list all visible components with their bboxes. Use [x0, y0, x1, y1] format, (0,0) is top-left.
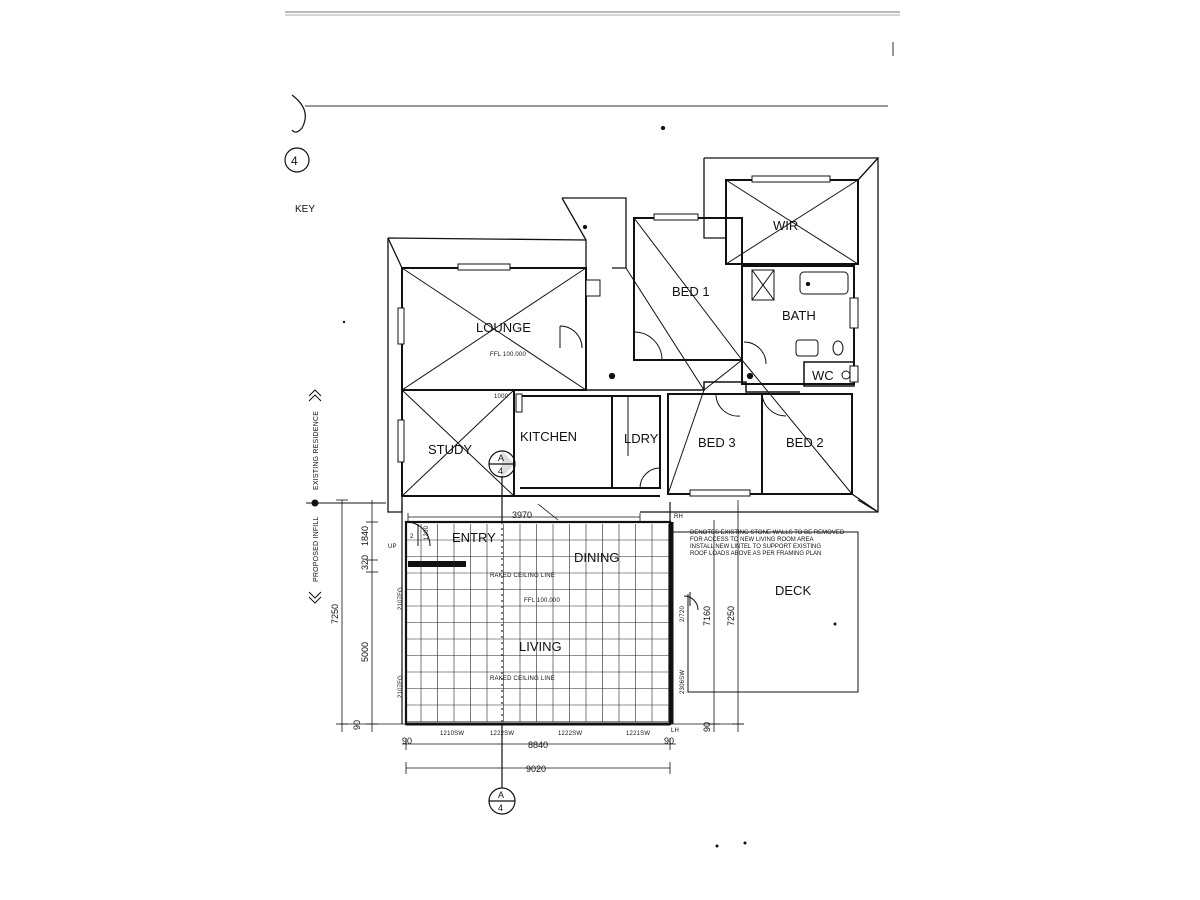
key-label: KEY [295, 204, 315, 215]
room-label-bed-3: BED 3 [698, 435, 736, 450]
room-label-entry: ENTRY [452, 530, 496, 545]
existing-residence [387, 125, 880, 513]
key-reference-number: 4 [291, 154, 298, 168]
lh-label: LH [671, 728, 679, 734]
dim-top-3970: 3970 [512, 510, 532, 520]
section-marker-top [488, 450, 516, 522]
note-line-4: ROOF LOADS ABOVE AS PER FRAMING PLAN [690, 551, 821, 557]
window-1221sw-label: 1221SW [626, 731, 650, 737]
entry-door [405, 521, 431, 547]
room-label-lounge: LOUNGE [476, 320, 531, 335]
section-marker-top-letter: A [498, 453, 504, 463]
page-border-lines [285, 11, 900, 107]
window-2107fg-label-1: 2107FG [398, 587, 404, 610]
room-label-dining: DINING [574, 550, 620, 565]
raked-ceiling-label-1: RAKED CEILING LINE [490, 573, 555, 579]
door-1200-label: 1200 [424, 525, 430, 540]
dim-bottom-9020: 9020 [526, 764, 546, 774]
note-line-3: INSTALL NEW LINTEL TO SUPPORT EXISTING [690, 544, 821, 550]
room-label-deck: DECK [775, 583, 811, 598]
dim-left-90: 90 [352, 720, 362, 730]
dim-bottom-8840: 8840 [528, 740, 548, 750]
up-label: UP [388, 544, 397, 550]
proposed-infill [401, 502, 674, 726]
dim-bottom-90-right: 90 [664, 736, 674, 746]
section-marker-top-number: 4 [498, 466, 503, 476]
key-reference: 4 KEY [284, 94, 315, 215]
dim-right-7250: 7250 [726, 606, 736, 626]
tile-grid [406, 522, 670, 724]
opening-1000-label: 1000 [494, 394, 509, 400]
step-label: 2 [410, 534, 414, 540]
room-label-study: STUDY [428, 442, 472, 457]
window-1210sw-label: 1210SW [440, 731, 464, 737]
dim-left-320: 320 [360, 555, 370, 570]
removal-note: DENOTES EXISTING STONE WALLS TO BE REMOV… [690, 530, 845, 557]
boundary-marker [306, 389, 386, 604]
dim-right-7160: 7160 [702, 606, 712, 626]
existing-residence-label: EXISTING RESIDENCE [313, 411, 320, 490]
dim-left-1840: 1840 [360, 526, 370, 546]
lounge-ffl-label: FFL 100.000 [490, 352, 526, 358]
note-line-2: FOR ACCESS TO NEW LIVING ROOM AREA [690, 537, 813, 543]
rh-label: RH [674, 514, 683, 520]
raked-ceiling-label-2: RAKED CEILING LINE [490, 676, 555, 682]
dim-left-7250: 7250 [330, 604, 340, 624]
note-line-1: DENOTES EXISTING STONE WALLS TO BE REMOV… [690, 530, 845, 536]
window-1222sw-label-b: 1222SW [558, 731, 582, 737]
dim-right-90: 90 [702, 722, 712, 732]
window-2306sw-label: 2306SW [680, 670, 686, 694]
infill-ffl-label: FFL 100.000 [524, 598, 560, 604]
section-marker-bottom [488, 724, 516, 815]
deck-outline [672, 531, 859, 693]
room-label-wir: WIR [773, 218, 798, 233]
room-label-living: LIVING [519, 639, 562, 654]
section-marker-bottom-number: 4 [498, 803, 503, 813]
room-label-bed-1: BED 1 [672, 284, 710, 299]
room-label-wc: WC [812, 368, 834, 383]
section-marker-bottom-letter: A [498, 790, 504, 800]
room-label-kitchen: KITCHEN [520, 429, 577, 444]
window-2107fg-label-2: 2107FG [398, 675, 404, 698]
dimension-lines [336, 499, 744, 774]
room-label-bed-2: BED 2 [786, 435, 824, 450]
scan-specks [342, 320, 837, 848]
window-1222sw-label-a: 1222SW [490, 731, 514, 737]
dim-bottom-90-left: 90 [402, 736, 412, 746]
proposed-infill-label: PROPOSED INFILL [313, 516, 320, 582]
door-2720-label: 2/720 [680, 606, 686, 622]
room-label-bath: BATH [782, 308, 816, 323]
dim-left-5000: 5000 [360, 642, 370, 662]
room-label-ldry: LDRY [624, 431, 659, 446]
